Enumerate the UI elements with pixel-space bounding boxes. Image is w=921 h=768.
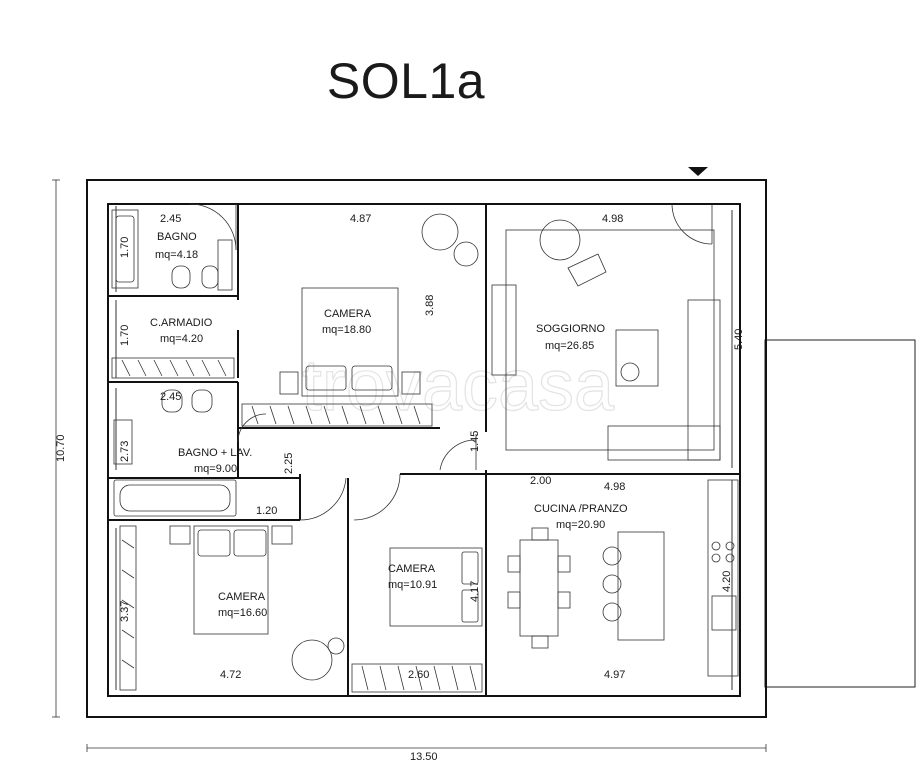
dim-kitchen-width-top: 4.98: [604, 481, 625, 493]
dim-cucina-height: 4.20: [721, 571, 733, 592]
room-area-bagno-lav: mq=9.00: [194, 463, 237, 475]
interior-walls: [108, 204, 740, 696]
dim-soggiorno-width: 4.98: [602, 213, 623, 225]
entrance-arrow-icon: [688, 167, 708, 176]
inner-wall-line: [107, 203, 741, 697]
room-name-cucina: CUCINA /PRANZO: [534, 503, 628, 515]
dim-kitchen-opening: 2.00: [530, 475, 551, 487]
room-name-bagno-lav: BAGNO + LAV.: [178, 447, 252, 459]
dim-armadio-height: 1.70: [119, 325, 131, 346]
kitchen-furniture: [507, 479, 739, 677]
living-room-furniture: [491, 219, 721, 461]
dim-camera1-height: 3.88: [424, 295, 436, 316]
outer-wall: [86, 179, 767, 718]
door-swings: [189, 203, 713, 521]
dim-camera3-height: 4.17: [469, 581, 481, 602]
room-area-cucina: mq=20.90: [556, 519, 605, 531]
dim-bagno2-height: 2.73: [119, 441, 131, 462]
room-name-camera1: CAMERA: [324, 308, 372, 320]
bathroom1-fixtures: [111, 209, 233, 291]
dim-bagno1-height: 1.70: [119, 237, 131, 258]
room-area-camera2: mq=16.60: [218, 607, 267, 619]
bedroom2-furniture: [119, 525, 345, 691]
wardrobe-closet: [111, 357, 235, 379]
room-name-soggiorno: SOGGIORNO: [536, 323, 606, 335]
dim-camera2-height: 3.37: [119, 601, 131, 622]
dim-corridor-height: 2.25: [283, 453, 295, 474]
room-name-armadio: C.ARMADIO: [150, 317, 213, 329]
room-area-camera3: mq=10.91: [388, 579, 437, 591]
bathroom2-fixtures: [113, 389, 237, 517]
terrace-outline: [764, 339, 916, 688]
room-name-camera2: CAMERA: [218, 591, 266, 603]
dim-camera1-width: 4.87: [350, 213, 371, 225]
room-area-soggiorno: mq=26.85: [545, 340, 594, 352]
dim-cucina-width: 4.97: [604, 669, 625, 681]
dim-bagno2-width: 2.45: [160, 391, 181, 403]
watermark: trovacasa: [302, 346, 615, 426]
dim-bagno1-width: 2.45: [160, 213, 181, 225]
dim-bath-width: 1.20: [256, 505, 277, 517]
room-area-bagno: mq=4.18: [155, 249, 198, 261]
dim-camera2-width: 4.72: [220, 669, 241, 681]
dim-soggiorno-height: 5.40: [733, 329, 745, 350]
bedroom3-furniture: [351, 547, 483, 693]
bedroom1-furniture: [241, 213, 479, 427]
dim-total-height: 10.70: [55, 434, 67, 462]
room-area-armadio: mq=4.20: [160, 333, 203, 345]
room-name-bagno: BAGNO: [157, 231, 197, 243]
room-name-camera3: CAMERA: [388, 563, 436, 575]
dim-passage-height: 1.45: [469, 431, 481, 452]
plan-title: SOL1a: [326, 53, 486, 109]
dim-camera3-width: 2.60: [408, 669, 429, 681]
dim-total-width: 13.50: [410, 751, 438, 763]
room-area-camera1: mq=18.80: [322, 324, 371, 336]
